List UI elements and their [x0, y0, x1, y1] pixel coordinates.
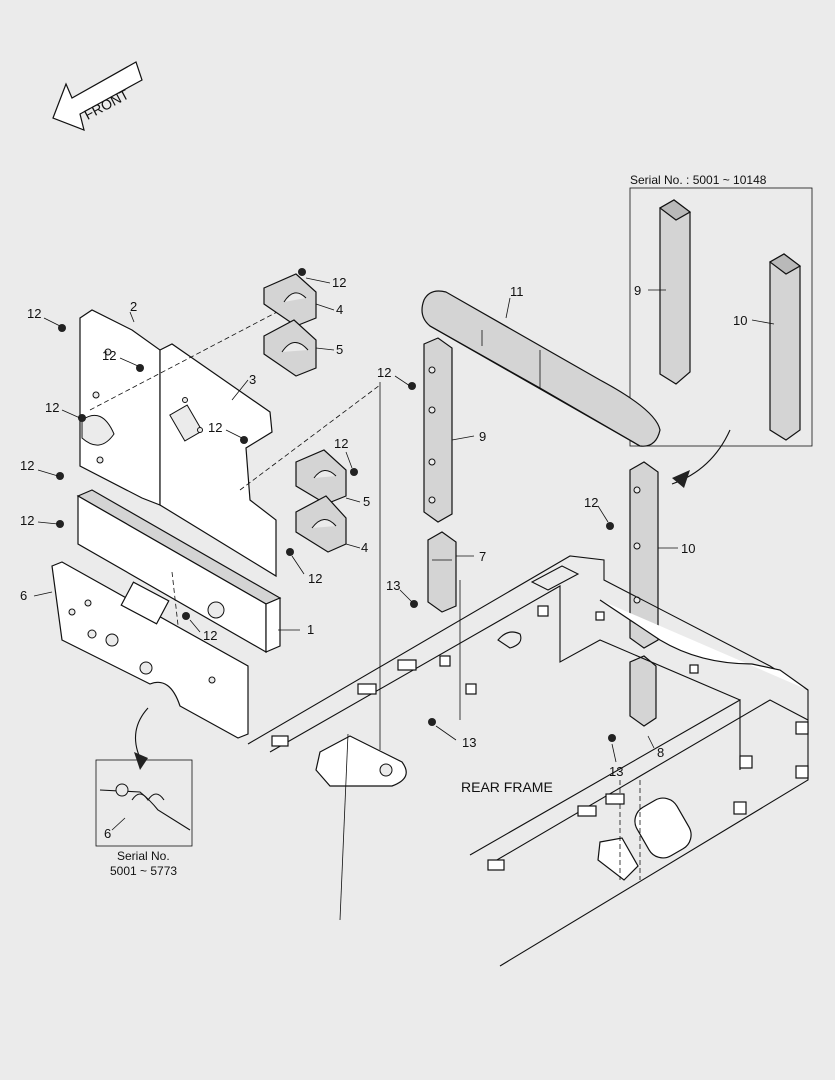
- callout-12: 12: [20, 458, 34, 473]
- clamp-top: [263, 273, 317, 377]
- callout-13: 13: [386, 578, 400, 593]
- clamp-middle: [295, 449, 347, 553]
- callouts: 12 4 5 2 12 12 3 12 12 12 12 5 12 4 12 6…: [20, 275, 695, 779]
- callout-12: 12: [334, 436, 348, 451]
- callout-11: 11: [510, 284, 524, 299]
- callout-13: 13: [609, 764, 623, 779]
- inset-left-line1: Serial No.: [117, 849, 170, 863]
- callout-4: 4: [361, 540, 368, 555]
- bar-10: [629, 461, 659, 649]
- inset-right-callout-9: 9: [634, 283, 641, 298]
- callout-12: 12: [45, 400, 59, 415]
- callout-12: 12: [208, 420, 222, 435]
- plate-6: [51, 561, 249, 739]
- callout-12: 12: [377, 365, 391, 380]
- bar-9: [423, 337, 453, 523]
- inset-right-title: Serial No. : 5001 ~ 10148: [630, 173, 767, 187]
- callout-5: 5: [363, 494, 370, 509]
- serial-inset-right: Serial No. : 5001 ~ 10148 9 10: [629, 173, 813, 488]
- callout-12: 12: [20, 513, 34, 528]
- callout-6: 6: [20, 588, 27, 603]
- callout-9: 9: [479, 429, 486, 444]
- rear-frame-label: REAR FRAME: [461, 779, 553, 795]
- callout-13: 13: [462, 735, 476, 750]
- counterweight-11: [421, 290, 661, 447]
- callout-4: 4: [336, 302, 343, 317]
- callout-5: 5: [336, 342, 343, 357]
- callout-12: 12: [584, 495, 598, 510]
- inset-left-callout-6: 6: [104, 826, 111, 841]
- callout-12: 12: [332, 275, 346, 290]
- panel-3: [89, 299, 381, 578]
- callout-12: 12: [203, 628, 217, 643]
- callout-8: 8: [657, 745, 664, 760]
- callout-12: 12: [102, 348, 116, 363]
- callout-10: 10: [681, 541, 695, 556]
- panel-2: [79, 309, 161, 506]
- callout-12: 12: [308, 571, 322, 586]
- inset-right-callout-10: 10: [733, 313, 747, 328]
- serial-inset-left: 6 Serial No. 5001 ~ 5773: [95, 707, 193, 878]
- block-7: [427, 531, 457, 613]
- callout-2: 2: [130, 299, 137, 314]
- leader-lines: [33, 277, 678, 763]
- front-arrow: FRONT: [52, 61, 143, 131]
- callout-1: 1: [307, 622, 314, 637]
- block-8: [629, 655, 657, 727]
- callout-12: 12: [27, 306, 41, 321]
- inset-left-line2: 5001 ~ 5773: [110, 864, 177, 878]
- callout-7: 7: [479, 549, 486, 564]
- rear-frame: [171, 382, 809, 967]
- callout-3: 3: [249, 372, 256, 387]
